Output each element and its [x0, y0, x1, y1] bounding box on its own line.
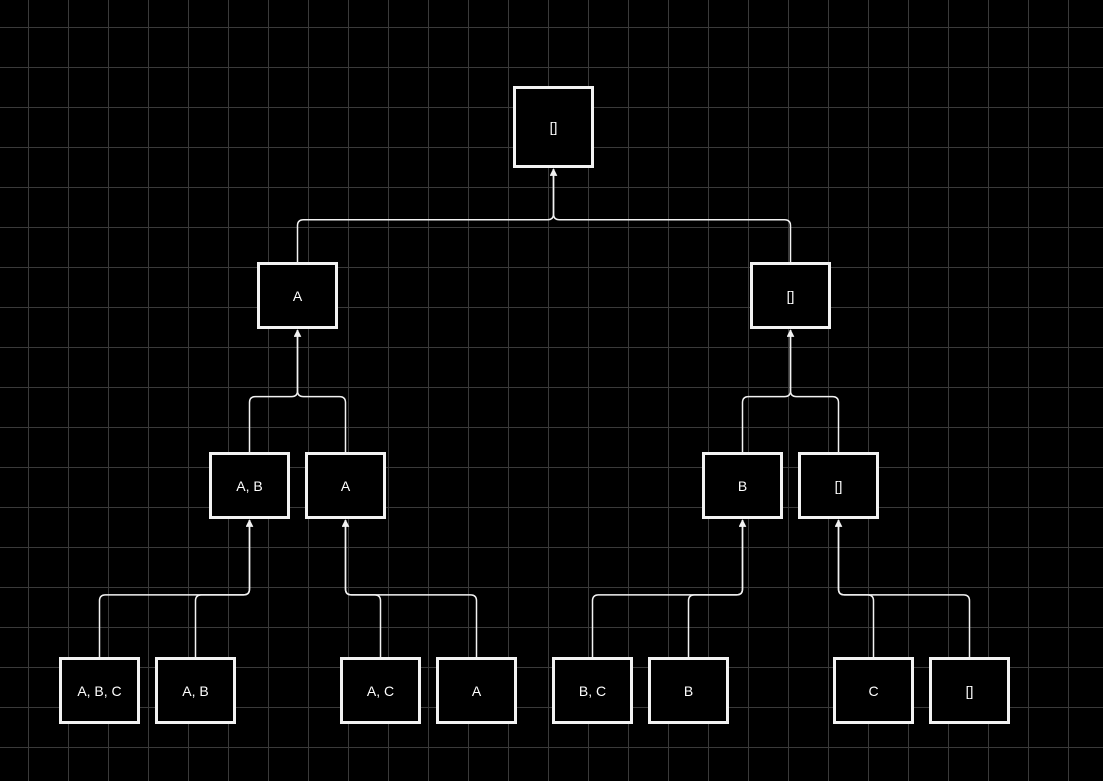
connector-leaf_3-to-l2_b: [341, 519, 382, 657]
connector-leaf_5-to-l2_c: [591, 519, 747, 657]
connector-leaf_1-to-l2_a: [98, 519, 254, 657]
node-l2-a[interactable]: A, B: [209, 452, 290, 519]
node-leaf-8[interactable]: []: [929, 657, 1010, 724]
node-l1-left[interactable]: A: [257, 262, 338, 329]
connector-leaf_4-to-l2_b: [341, 519, 478, 657]
node-leaf-2[interactable]: A, B: [155, 657, 236, 724]
node-l2-d[interactable]: []: [798, 452, 879, 519]
node-l2-c[interactable]: B: [702, 452, 783, 519]
connector-leaf_2-to-l2_a: [194, 519, 254, 657]
node-leaf-4[interactable]: A: [436, 657, 517, 724]
connector-leaf_7-to-l2_d: [834, 519, 875, 657]
node-leaf-5[interactable]: B, C: [552, 657, 633, 724]
connector-leaf_8-to-l2_d: [834, 519, 971, 657]
connector-l2_b-to-l1_left: [293, 329, 347, 452]
node-leaf-7[interactable]: C: [833, 657, 914, 724]
connector-l1_right-to-root: [549, 168, 792, 262]
connector-l2_a-to-l1_left: [248, 329, 302, 452]
node-root[interactable]: []: [513, 86, 594, 168]
node-leaf-1[interactable]: A, B, C: [59, 657, 140, 724]
connector-leaf_6-to-l2_c: [687, 519, 747, 657]
connector-l2_c-to-l1_right: [741, 329, 795, 452]
node-l2-b[interactable]: A: [305, 452, 386, 519]
node-l1-right[interactable]: []: [750, 262, 831, 329]
connector-l1_left-to-root: [296, 168, 558, 262]
node-leaf-6[interactable]: B: [648, 657, 729, 724]
connector-l2_d-to-l1_right: [786, 329, 840, 452]
node-leaf-3[interactable]: A, C: [340, 657, 421, 724]
